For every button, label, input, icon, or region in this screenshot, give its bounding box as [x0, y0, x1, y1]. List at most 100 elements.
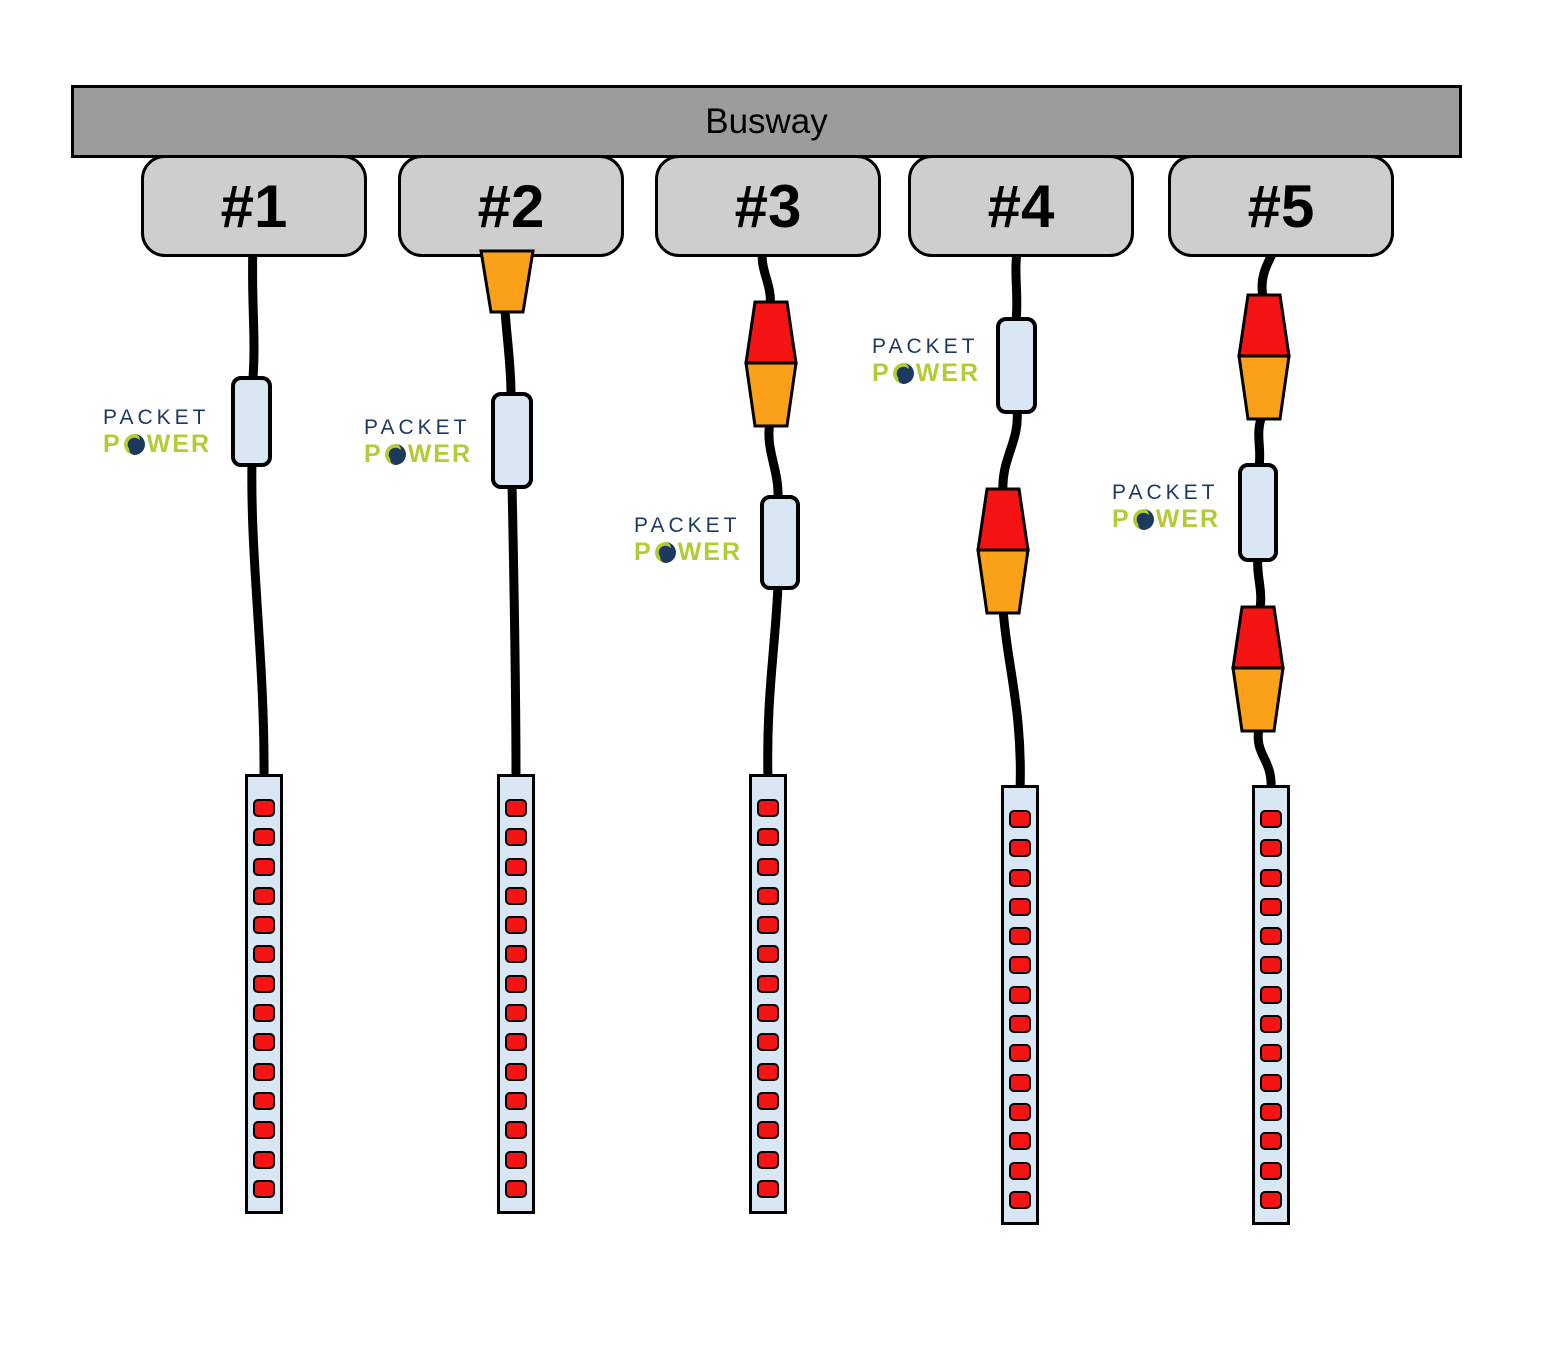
power-o-icon: [1132, 508, 1155, 531]
outlet-socket: [1260, 1102, 1282, 1121]
logo-text-packet: PACKET: [634, 514, 741, 537]
tap-label-4: #4: [987, 172, 1055, 240]
outlet-socket: [1009, 868, 1031, 887]
outlet-socket: [1009, 1132, 1031, 1151]
outlet-socket: [757, 1004, 779, 1023]
outlet-socket: [505, 1150, 527, 1169]
outlet-socket: [1260, 1044, 1282, 1063]
outlet-socket: [253, 799, 275, 817]
outlet-socket: [1260, 839, 1282, 858]
outlet-socket: [1009, 1161, 1031, 1180]
outlet-socket: [1260, 810, 1282, 828]
power-monitor-4: [996, 317, 1037, 414]
power-strip-1: [245, 774, 283, 1214]
connector-red-half: [976, 487, 1030, 552]
outlet-socket: [253, 916, 275, 935]
outlet-socket: [505, 828, 527, 847]
outlet-socket: [505, 799, 527, 817]
outlet-socket: [757, 886, 779, 905]
cable-3-middle: [764, 421, 783, 499]
outlet-socket: [253, 886, 275, 905]
cable-5-mid1: [1254, 414, 1267, 467]
logo-text-packet: PACKET: [364, 416, 471, 439]
logo-text-packet: PACKET: [1112, 481, 1219, 504]
busway-label: Busway: [705, 101, 828, 141]
outlet-socket: [1260, 927, 1282, 946]
outlet-socket: [253, 1150, 275, 1169]
tap-label-3: #3: [734, 172, 802, 240]
cable-1-lower: [247, 459, 269, 781]
tap-box-5: #5: [1168, 155, 1394, 257]
inline-connector-drop5-lower: [1231, 605, 1285, 733]
outlet-socket: [1260, 1161, 1282, 1180]
connector-red-half: [1237, 293, 1291, 358]
connector-orange-half: [1237, 354, 1291, 421]
outlet-socket: [253, 1004, 275, 1023]
outlet-socket: [1009, 897, 1031, 916]
outlet-socket: [505, 945, 527, 964]
cable-5-lower: [1253, 727, 1276, 791]
outlet-socket: [1009, 839, 1031, 858]
outlet-socket: [1260, 1132, 1282, 1151]
outlet-socket: [757, 1091, 779, 1110]
power-monitor-1: [231, 376, 272, 467]
outlet-socket: [757, 799, 779, 817]
inline-connector-drop4: [976, 487, 1030, 615]
power-strip-3: [749, 774, 787, 1214]
outlet-socket: [757, 1150, 779, 1169]
tap-label-2: #2: [477, 172, 545, 240]
outlet-socket: [1260, 1190, 1282, 1209]
connector-orange-half: [976, 548, 1030, 615]
outlet-socket: [1260, 1015, 1282, 1034]
outlet-socket: [1009, 1102, 1031, 1121]
connector-red-half: [744, 300, 798, 365]
outlet-socket: [505, 916, 527, 935]
outlet-socket: [253, 974, 275, 993]
outlet-socket: [505, 886, 527, 905]
outlet-socket: [757, 1179, 779, 1198]
outlet-socket: [1009, 1015, 1031, 1034]
tap-off-connector-orange: [479, 249, 535, 314]
connector-orange-half: [744, 361, 798, 428]
outlet-socket: [757, 1033, 779, 1052]
power-o-icon: [654, 541, 677, 564]
inline-connector-drop5-upper: [1237, 293, 1291, 421]
outlet-socket: [757, 828, 779, 847]
outlet-socket: [1009, 985, 1031, 1004]
outlet-socket: [757, 945, 779, 964]
outlet-socket: [505, 1179, 527, 1198]
inline-connector-drop3: [744, 300, 798, 428]
outlet-socket: [757, 1121, 779, 1140]
outlet-socket: [505, 974, 527, 993]
outlet-socket: [757, 1062, 779, 1081]
power-monitor-5: [1238, 463, 1278, 562]
cable-4-lower: [998, 607, 1025, 791]
outlet-socket: [1260, 868, 1282, 887]
outlet-socket: [1009, 1044, 1031, 1063]
outlet-socket: [1009, 1073, 1031, 1092]
outlet-socket: [253, 828, 275, 847]
outlet-socket: [253, 1121, 275, 1140]
tap-label-1: #1: [220, 172, 288, 240]
power-o-icon: [384, 443, 407, 466]
outlet-socket: [757, 974, 779, 993]
tap-label-5: #5: [1247, 172, 1315, 240]
outlet-socket: [505, 1091, 527, 1110]
outlet-socket: [1260, 956, 1282, 975]
outlet-socket: [757, 857, 779, 876]
outlet-socket: [253, 945, 275, 964]
power-monitor-3: [760, 495, 800, 590]
outlet-socket: [1009, 810, 1031, 828]
outlet-socket: [1009, 956, 1031, 975]
cable-3-lower: [763, 585, 783, 781]
outlet-socket: [1009, 927, 1031, 946]
cable-2-upper: [500, 309, 516, 396]
power-monitor-2: [491, 392, 533, 489]
cable-2-lower: [507, 483, 521, 781]
connector-red-half: [1231, 605, 1285, 670]
tap-box-4: #4: [908, 155, 1134, 257]
